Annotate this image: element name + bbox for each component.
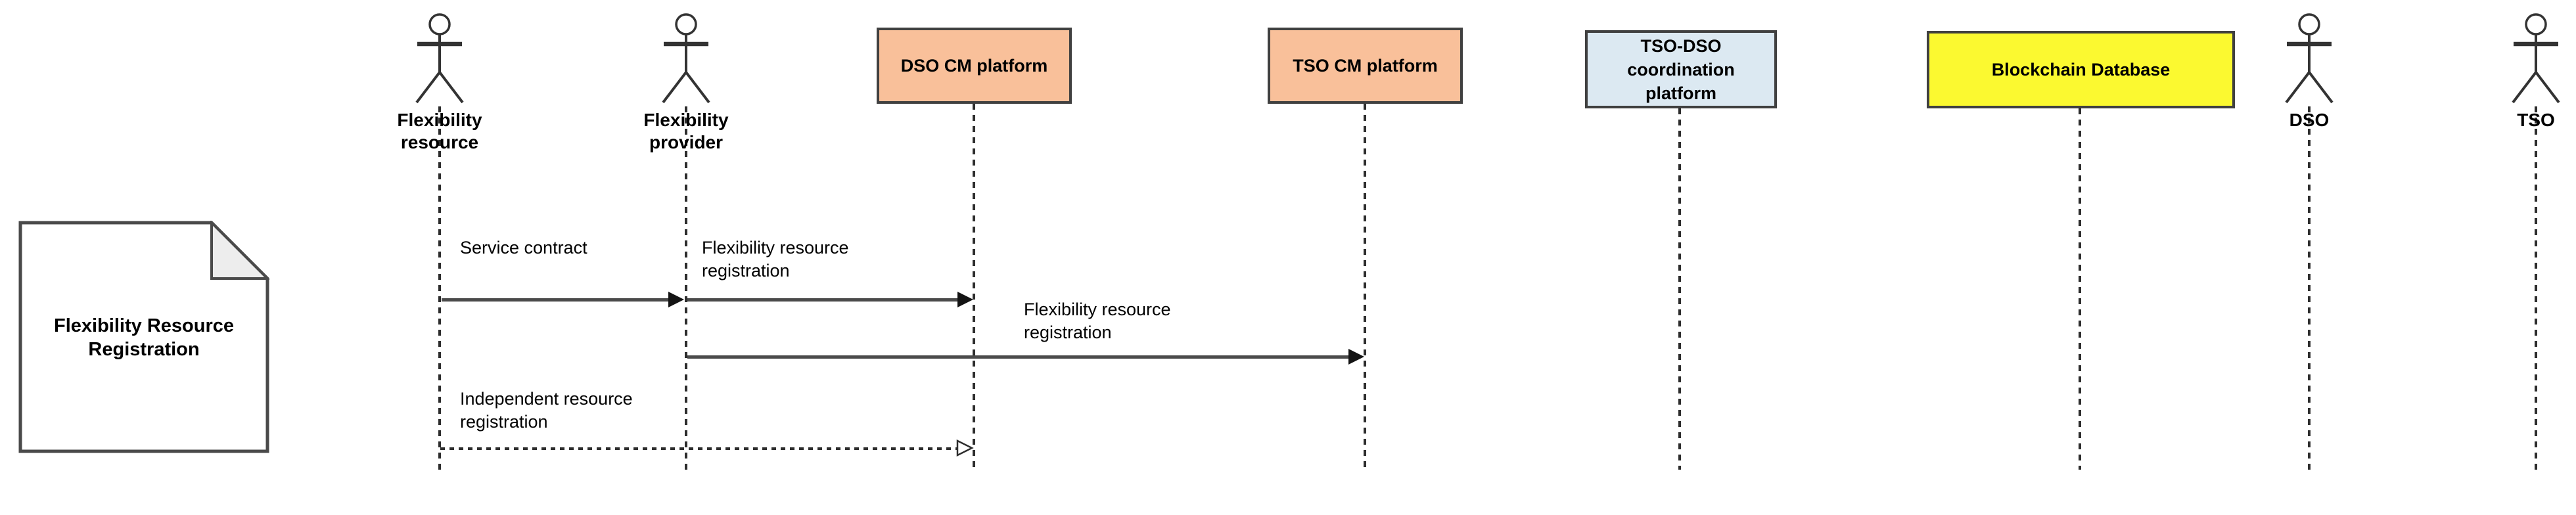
note-label: Flexibility Resource Registration	[54, 315, 234, 360]
open-arrowhead-icon	[956, 439, 974, 457]
participant-label: DSO CM platform	[900, 56, 1048, 76]
lifeline-dso	[2308, 106, 2311, 470]
arrow-shaft	[687, 298, 959, 302]
actor-icon	[415, 13, 464, 104]
note-flexibility-resource-registration: Flexibility Resource Registration	[18, 219, 271, 453]
arrow-shaft	[687, 355, 1350, 359]
actor-label: Flexibility resource	[397, 110, 482, 152]
actor-label: TSO	[2517, 110, 2555, 130]
message-independent-resource-registration-label: Independent resource registration	[460, 389, 633, 432]
actor-flexibility-resource: Flexibility resource	[341, 12, 538, 154]
actor-icon	[662, 13, 710, 104]
participant-label: Blockchain Database	[1991, 60, 2171, 79]
actor-dso: DSO	[2211, 12, 2408, 131]
message-flex-resource-registration-arrow-1	[687, 291, 974, 308]
message-flex-resource-registration-label-1: Flexibility resource registration	[702, 238, 849, 280]
lifeline-blockchain-database	[2079, 108, 2081, 470]
message-flex-resource-registration-arrow-2	[687, 348, 1365, 365]
actor-label: Flexibility provider	[643, 110, 729, 152]
lifeline-tso-cm-platform	[1364, 104, 1366, 470]
message-service-contract-arrow	[442, 291, 685, 308]
participant-tso-cm-platform: TSO CM platform	[1268, 28, 1463, 104]
participant-label: TSO-DSO coordination platform	[1627, 35, 1735, 103]
message-independent-resource-registration-arrow	[440, 439, 974, 457]
lifeline-flexibility-provider	[685, 106, 687, 470]
actor-flexibility-provider: Flexibility provider	[587, 12, 785, 154]
lifeline-flexibility-resource	[438, 106, 441, 470]
actor-label: DSO	[2289, 110, 2330, 130]
lifeline-tso	[2535, 106, 2537, 470]
actor-icon	[2285, 13, 2334, 104]
arrow-shaft	[442, 298, 670, 302]
filled-arrowhead-icon	[668, 292, 684, 307]
filled-arrowhead-icon	[1348, 349, 1364, 365]
message-flex-resource-registration-label-2: Flexibility resource registration	[1024, 300, 1171, 342]
participant-tso-dso-coordination-platform: TSO-DSO coordination platform	[1585, 30, 1777, 108]
arrow-shaft-dashed	[440, 447, 959, 450]
participant-label: TSO CM platform	[1293, 56, 1438, 76]
filled-arrowhead-icon	[957, 292, 973, 307]
participant-dso-cm-platform: DSO CM platform	[877, 28, 1072, 104]
lifeline-dso-cm-platform	[973, 104, 975, 470]
participant-blockchain-database: Blockchain Database	[1927, 31, 2235, 108]
message-service-contract-label: Service contract	[460, 238, 587, 258]
actor-icon	[2512, 13, 2560, 104]
lifeline-tso-dso-coordination-platform	[1678, 108, 1681, 470]
note-shape-icon	[18, 219, 271, 453]
actor-tso: TSO	[2437, 12, 2576, 131]
